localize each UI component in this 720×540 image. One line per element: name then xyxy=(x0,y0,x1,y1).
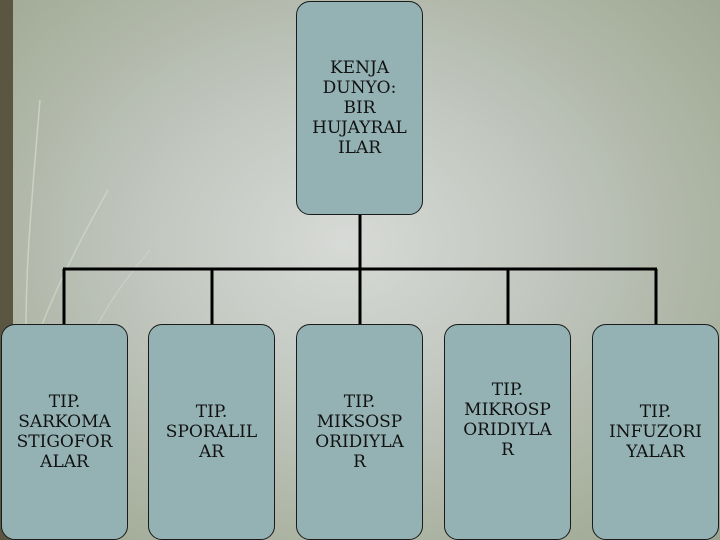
child-node-mikrosporidiylar: TIP. MIKROSP ORIDIYLA R xyxy=(444,324,571,540)
child-node-miksosporidiylar: TIP. MIKSOSP ORIDIYLA R xyxy=(296,324,423,540)
root-node: KENJA DUNYO: BIR HUJAYRAL ILAR xyxy=(296,1,423,215)
child-node-sarkomastigoforalar: TIP. SARKOMA STIGOFOR ALAR xyxy=(1,324,128,540)
child-node-label: TIP. INFUZORI YALAR xyxy=(609,402,702,462)
child-node-label: TIP. MIKROSP ORIDIYLA R xyxy=(463,380,552,460)
child-node-infuzoriyalar: TIP. INFUZORI YALAR xyxy=(592,324,719,540)
child-node-label: TIP. SARKOMA STIGOFOR ALAR xyxy=(16,392,113,472)
root-node-label: KENJA DUNYO: BIR HUJAYRAL ILAR xyxy=(312,58,407,158)
child-node-sporalilar: TIP. SPORALIL AR xyxy=(148,324,275,540)
child-node-label: TIP. SPORALIL AR xyxy=(165,402,258,462)
child-node-label: TIP. MIKSOSP ORIDIYLA R xyxy=(315,392,404,472)
